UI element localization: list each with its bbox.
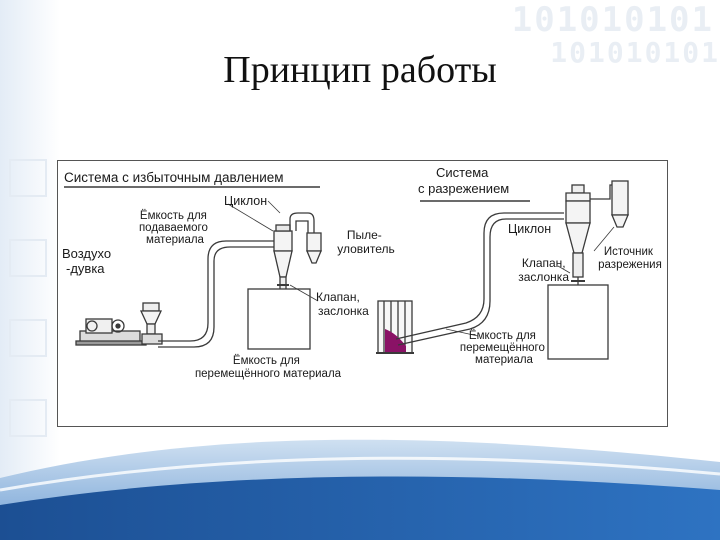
- binary-decoration-top: 101010101: [511, 0, 714, 40]
- left-valve-label: Клапан, заслонка: [316, 290, 369, 318]
- left-cyclone-label: Циклон: [224, 194, 267, 208]
- left-feed-tank-label: Ёмкость для подаваемого материала: [139, 210, 211, 246]
- right-valve-label: Клапан, заслонка: [518, 256, 569, 284]
- right-receiving-tank: [547, 284, 609, 360]
- vacuum-source-label: Источник разрежения: [598, 246, 662, 271]
- slide-title: Принцип работы: [223, 49, 497, 91]
- diagram-frame: Система с избыточным давлением Циклон Ём…: [57, 160, 668, 427]
- right-cyclone-label: Циклон: [508, 222, 551, 236]
- left-system-title: Система с избыточным давлением: [64, 170, 284, 185]
- left-receiving-tank: [247, 288, 311, 350]
- pneumatic-conveying-diagram: Система с избыточным давлением Циклон Ём…: [62, 165, 662, 380]
- feed-hopper-icon: [139, 302, 163, 345]
- right-cyclone-icon: [565, 184, 591, 321]
- dust-collector-icon: [306, 232, 322, 264]
- right-system-title: Система с разрежением: [418, 165, 509, 196]
- vacuum-source-icon: [611, 180, 629, 228]
- dust-collector-label: Пыле- уловитель: [337, 228, 395, 256]
- right-conveying-pipe: [395, 212, 564, 346]
- binary-decoration-bottom: 101010101: [550, 36, 720, 69]
- source-container-icon: [376, 300, 414, 354]
- right-feed-tank-label: Ёмкость для перемещённого материала: [460, 330, 548, 366]
- blower-icon: [75, 318, 147, 346]
- left-conveying-pipe: [158, 240, 276, 348]
- left-exhaust-pipe: [289, 212, 315, 233]
- blower-label: Воздухо -дувка: [62, 246, 115, 276]
- wave-dark: [0, 476, 720, 540]
- left-receiving-tank-label: Ёмкость для перемещённого материала: [195, 355, 342, 380]
